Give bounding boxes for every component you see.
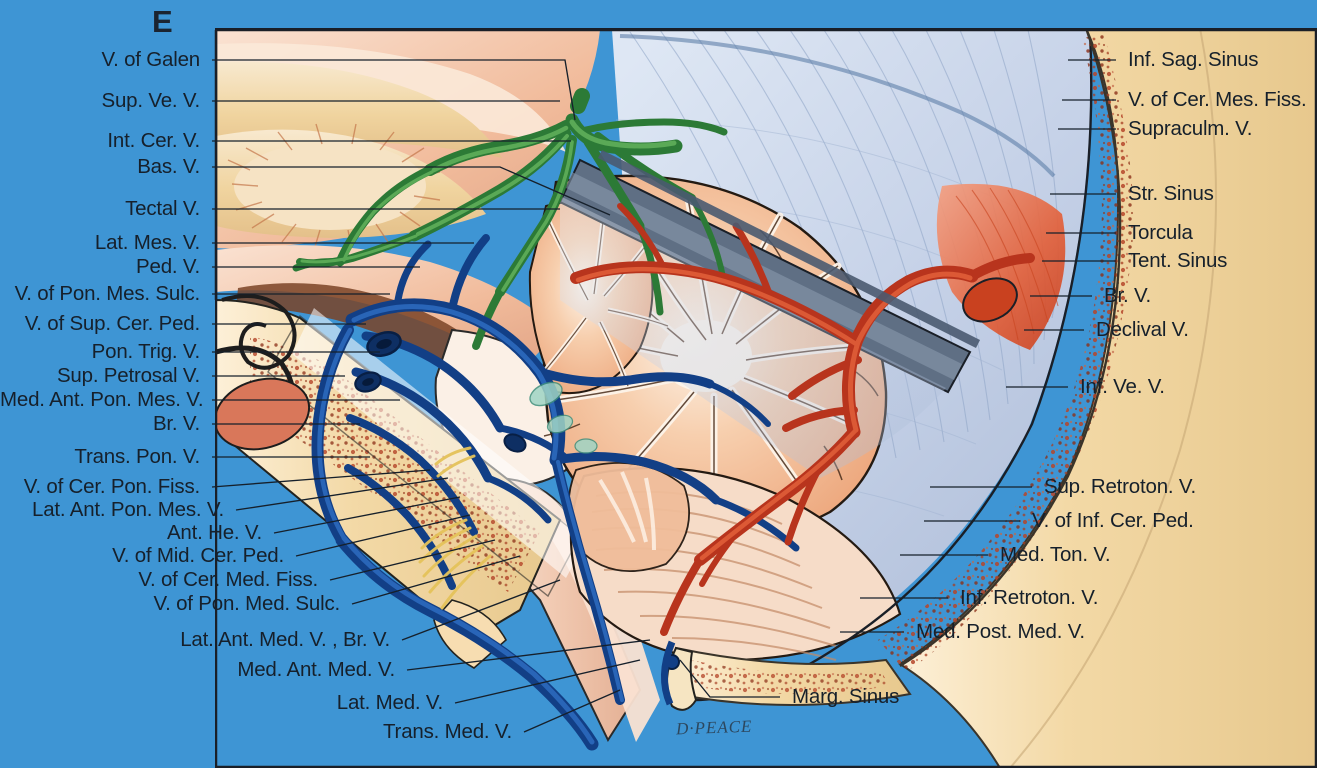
leader-lines-left xyxy=(211,59,651,733)
label-med-ant-pon-mes-v: Med. Ant. Pon. Mes. V. xyxy=(0,387,204,411)
label-med-post-med-v: Med. Post. Med. V. xyxy=(916,619,1085,643)
inferior-sagittal-sinus xyxy=(619,34,1056,178)
leader-v-of-cer-pon-fiss xyxy=(211,469,431,488)
leader-bas-v xyxy=(212,166,611,216)
label-str-sinus: Str. Sinus xyxy=(1128,181,1214,205)
label-declival-v: Declival V. xyxy=(1096,317,1189,341)
label-v-of-cer-pon-fiss: V. of Cer. Pon. Fiss. xyxy=(23,474,200,498)
leader-lines-right xyxy=(679,59,1116,698)
label-lat-ant-pon-mes-v: Lat. Ant. Pon. Mes. V. xyxy=(32,497,224,521)
label-supraculm-v: Supraculm. V. xyxy=(1128,116,1253,140)
illustration-body xyxy=(215,28,1317,768)
leader-lat-med-v xyxy=(454,659,641,704)
label-v-of-cer-mes-fiss: V. of Cer. Mes. Fiss. xyxy=(1128,87,1307,111)
leader-v-of-pon-med-sulc xyxy=(351,555,521,605)
label-ped-v: Ped. V. xyxy=(136,254,200,278)
label-sup-ve-v: Sup. Ve. V. xyxy=(101,88,201,112)
label-v-of-mid-cer-ped: V. of Mid. Cer. Ped. xyxy=(112,543,284,567)
galenic-highlights xyxy=(300,119,677,292)
label-tectal-v: Tectal V. xyxy=(125,196,200,220)
label-br-v: Br. V. xyxy=(1104,283,1152,307)
label-inf-sag-sinus: Inf. Sag. Sinus xyxy=(1128,47,1259,71)
label-tent-sinus: Tent. Sinus xyxy=(1128,248,1228,272)
cranial-nerve-fibers xyxy=(418,446,492,610)
label-marg-sinus: Marg. Sinus xyxy=(792,684,900,708)
outer-table xyxy=(1009,28,1217,768)
occipital-marrow xyxy=(690,660,890,694)
label-trans-pon-v: Trans. Pon. V. xyxy=(74,444,200,468)
label-v-of-galen: V. of Galen xyxy=(101,47,201,71)
label-med-ant-med-v: Med. Ant. Med. V. xyxy=(237,657,395,681)
leader-lat-ant-pon-mes-v xyxy=(235,477,449,511)
leader-lat-ant-med-v-br-v xyxy=(401,579,561,641)
leader-v-of-mid-cer-ped xyxy=(295,514,471,557)
label-sup-petrosal-v: Sup. Petrosal V. xyxy=(56,363,200,387)
label-med-ton-v: Med. Ton. V. xyxy=(1000,542,1111,566)
label-int-cer-v: Int. Cer. V. xyxy=(107,128,200,152)
straight-sinus xyxy=(597,149,981,349)
label-v-of-pon-mes-sulc: V. of Pon. Mes. Sulc. xyxy=(14,281,201,305)
label-torcula: Torcula xyxy=(1128,220,1193,244)
label-trans-med-v: Trans. Med. V. xyxy=(383,719,512,743)
label-inf-ve-v: Inf. Ve. V. xyxy=(1080,374,1165,398)
leader-marg-sinus xyxy=(679,659,780,698)
label-v-of-inf-cer-ped: V. of Inf. Cer. Ped. xyxy=(1032,508,1194,532)
torcula-fibers xyxy=(955,187,1059,341)
marginal-sinus xyxy=(660,640,676,706)
skull-outer-edge xyxy=(899,28,1122,668)
label-v-of-sup-cer-ped: V. of Sup. Cer. Ped. xyxy=(24,311,201,335)
skull-diploe xyxy=(878,34,1134,672)
tentorial-highlights xyxy=(575,266,973,561)
temporal-horn-loop xyxy=(221,294,297,370)
label-bas-v: Bas. V. xyxy=(137,154,200,178)
label-ant-he-v: Ant. He. V. xyxy=(166,520,262,544)
leader-trans-med-v xyxy=(523,689,621,733)
leader-ant-he-v xyxy=(273,496,461,534)
label-lat-med-v: Lat. Med. V. xyxy=(336,690,443,714)
tentorial-sinus-lumen xyxy=(962,277,1018,323)
midbrain-dark xyxy=(236,283,492,380)
label-inf-retroton-v: Inf. Retroton. V. xyxy=(960,585,1099,609)
artist-signature: D·PEACE xyxy=(675,716,753,739)
petrosal-highlights xyxy=(317,304,624,745)
tonsil-lines xyxy=(598,471,656,551)
label-lat-ant-med-v-br-v: Lat. Ant. Med. V. , Br. V. xyxy=(180,627,390,651)
label-lat-mes-v: Lat. Mes. V. xyxy=(94,230,200,254)
leader-v-of-cer-med-fiss xyxy=(329,539,496,581)
label-sup-retroton-v: Sup. Retroton. V. xyxy=(1044,474,1196,498)
choroid-plexus xyxy=(529,381,598,454)
label-v-of-cer-med-fiss: V. of Cer. Med. Fiss. xyxy=(138,567,318,591)
label-br-v: Br. V. xyxy=(152,411,200,435)
leader-med-ant-med-v xyxy=(406,639,651,671)
label-pon-trig-v: Pon. Trig. V. xyxy=(91,339,201,363)
panel-letter: E xyxy=(152,4,174,39)
label-v-of-pon-med-sulc: V. of Pon. Med. Sulc. xyxy=(153,591,341,615)
leader-v-of-galen xyxy=(212,59,576,121)
